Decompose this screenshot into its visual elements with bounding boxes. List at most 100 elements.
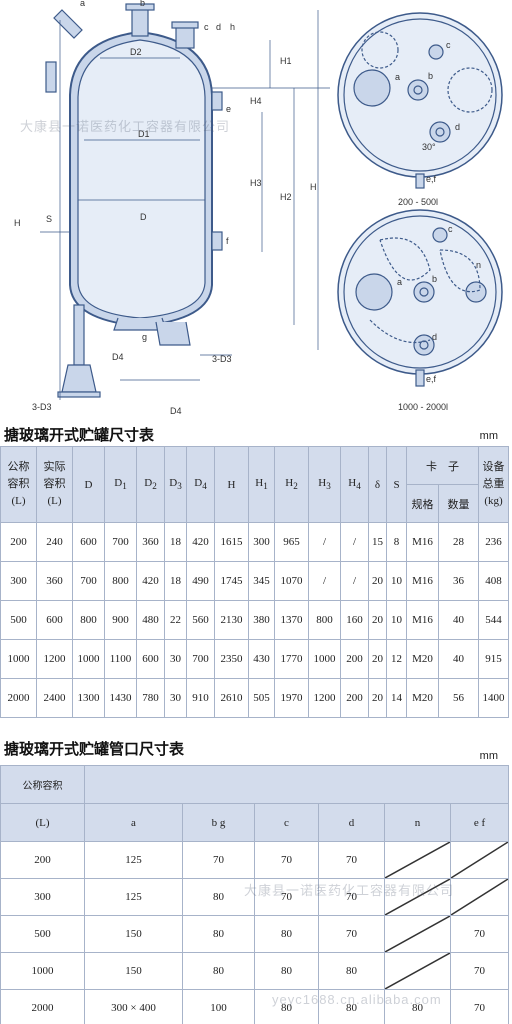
table-cell: 80 (254, 952, 319, 990)
table-cell: 200 (0, 522, 37, 562)
th2-ef: e f (449, 803, 510, 842)
th-weight: 设备总重(kg) (478, 446, 509, 523)
table-cell: M20 (406, 639, 439, 679)
table-cell: 1200 (308, 678, 341, 718)
table-cell: 345 (248, 561, 275, 601)
th-clamp: 卡 子 (406, 446, 479, 485)
table-cell: 900 (104, 600, 137, 640)
table-cell: 1615 (214, 522, 249, 562)
label-a: a (80, 0, 85, 8)
table-cell: 160 (340, 600, 369, 640)
diagonal-line (451, 879, 508, 915)
label-d: d (216, 22, 221, 32)
watermark-table2: 大康县一诺医药化工容器有限公司 (244, 883, 455, 898)
table-cell (384, 841, 451, 879)
tv2-caption: 1000 - 2000l (398, 402, 448, 412)
tv1-angle: 30° (422, 142, 436, 152)
label-c: c (204, 22, 209, 32)
table-cell: 30 (164, 639, 187, 679)
table-cell: 56 (438, 678, 479, 718)
th2-d: d (318, 803, 385, 842)
table-cell: 700 (104, 522, 137, 562)
table-cell: 544 (478, 600, 509, 640)
table-cell: 800 (308, 600, 341, 640)
table-cell: 360 (36, 561, 73, 601)
th-H: H (214, 446, 249, 523)
dimension-table: 公称容积(L) 实际容积(L) D D1 D2 D3 D4 H H1 H2 H3… (0, 446, 509, 718)
table-cell: 14 (386, 678, 407, 718)
table-cell: 125 (84, 841, 183, 879)
table-cell: 1000 (308, 639, 341, 679)
table-cell: 36 (438, 561, 479, 601)
diagonal-line (385, 842, 450, 878)
table-cell: 80 (318, 952, 385, 990)
table-cell: 380 (248, 600, 275, 640)
table-cell: 70 (318, 841, 385, 879)
table-cell: M16 (406, 561, 439, 601)
table-cell: 2000 (0, 678, 37, 718)
table-cell (449, 878, 510, 916)
table-cell: 8 (386, 522, 407, 562)
table-cell: 70 (318, 878, 385, 916)
table-cell: 70 (449, 952, 510, 990)
table2-title: 搪玻璃开式贮罐管口尺寸表 (4, 740, 185, 758)
th2-c: c (254, 803, 319, 842)
label-S: S (46, 214, 52, 224)
table-cell: 1745 (214, 561, 249, 601)
table-cell: 70 (318, 915, 385, 953)
label-D4: D4 (112, 352, 124, 362)
table-cell: 22 (164, 600, 187, 640)
table-cell: 420 (136, 561, 165, 601)
table-cell: 300 (0, 561, 37, 601)
table-cell: 1430 (104, 678, 137, 718)
table-cell: 600 (72, 522, 105, 562)
label-e: e (226, 104, 231, 114)
table-cell: 965 (274, 522, 309, 562)
th-H4: H4 (340, 446, 369, 523)
table-cell: 420 (186, 522, 215, 562)
table-cell: 408 (478, 561, 509, 601)
tv2-label-a: a (397, 277, 402, 287)
th-actual: 实际容积(L) (36, 446, 73, 523)
tv2-label-d: d (432, 332, 437, 342)
table-cell: 10 (386, 561, 407, 601)
table-cell: 800 (72, 600, 105, 640)
table-cell: 28 (438, 522, 479, 562)
table-cell: 10 (386, 600, 407, 640)
table-cell: 236 (478, 522, 509, 562)
table-cell: M16 (406, 600, 439, 640)
label-f: f (226, 236, 229, 246)
table-cell: 915 (478, 639, 509, 679)
table-cell: 1370 (274, 600, 309, 640)
diagonal-line (385, 879, 450, 915)
tv1-caption: 200 - 500l (398, 197, 438, 207)
table-cell: 560 (186, 600, 215, 640)
table-cell: 1300 (72, 678, 105, 718)
table-cell: 150 (84, 915, 183, 953)
tank-drawing: a b c d h e f g D2 D1 D D4 S H H1 H3 H2 … (0, 0, 512, 420)
label-D4-bottom: D4 (170, 406, 182, 416)
th2-n: n (384, 803, 451, 842)
tv1-label-a: a (395, 72, 400, 82)
table-cell: 18 (164, 561, 187, 601)
th-delta: δ (368, 446, 387, 523)
label-h: h (230, 22, 235, 32)
table-cell: 700 (186, 639, 215, 679)
table-cell: 600 (136, 639, 165, 679)
table-cell: / (340, 522, 369, 562)
table-cell: 70 (254, 878, 319, 916)
th-spec: 规格 (406, 484, 439, 523)
table-cell: 1970 (274, 678, 309, 718)
table1-title: 搪玻璃开式贮罐尺寸表 (4, 426, 155, 444)
th2-a: a (84, 803, 183, 842)
table-cell: 2000 (0, 989, 85, 1024)
table-cell: 300 (0, 878, 85, 916)
table-cell: 240 (36, 522, 73, 562)
table-cell (449, 841, 510, 879)
